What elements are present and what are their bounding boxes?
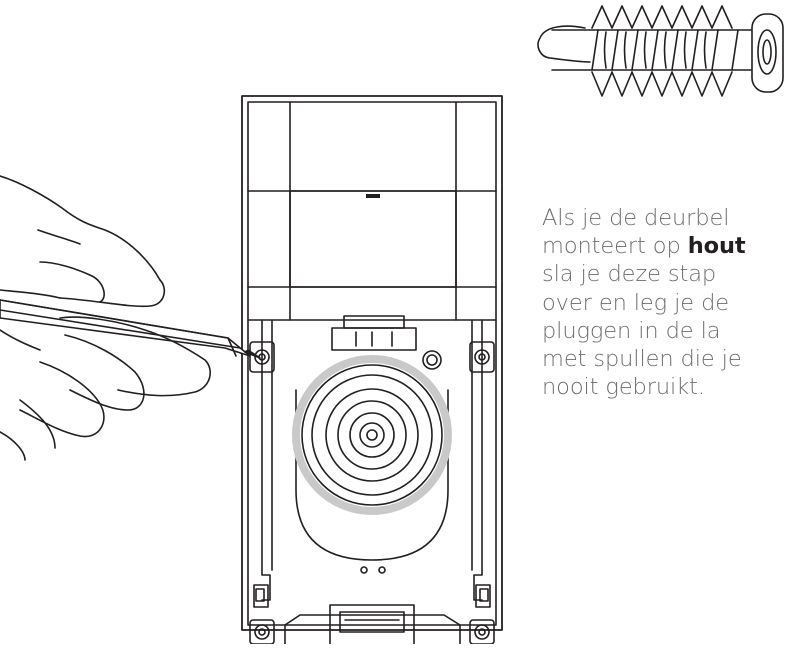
instruction-line-1: Als je de deurbel (542, 205, 730, 231)
doorbell-mounting-plate (241, 95, 503, 645)
wall-plug-icon (537, 5, 784, 97)
instruction-line-7: nooit gebruikt. (542, 374, 705, 401)
emphasis-material: hout (687, 233, 746, 260)
instruction-line-5: pluggen in de la (542, 317, 721, 344)
instruction-line-6: met spullen die je (542, 346, 742, 373)
hand-with-pencil (0, 175, 261, 461)
instruction-line-4: over en leg je de (542, 289, 730, 316)
instruction-line-2: monteert op hout (542, 232, 791, 260)
instruction-line-2-text: monteert op (542, 233, 688, 260)
mounting-instruction: Als je de deurbel monteert op hout sla j… (542, 204, 791, 401)
instruction-line-3: sla je deze stap (542, 261, 717, 288)
